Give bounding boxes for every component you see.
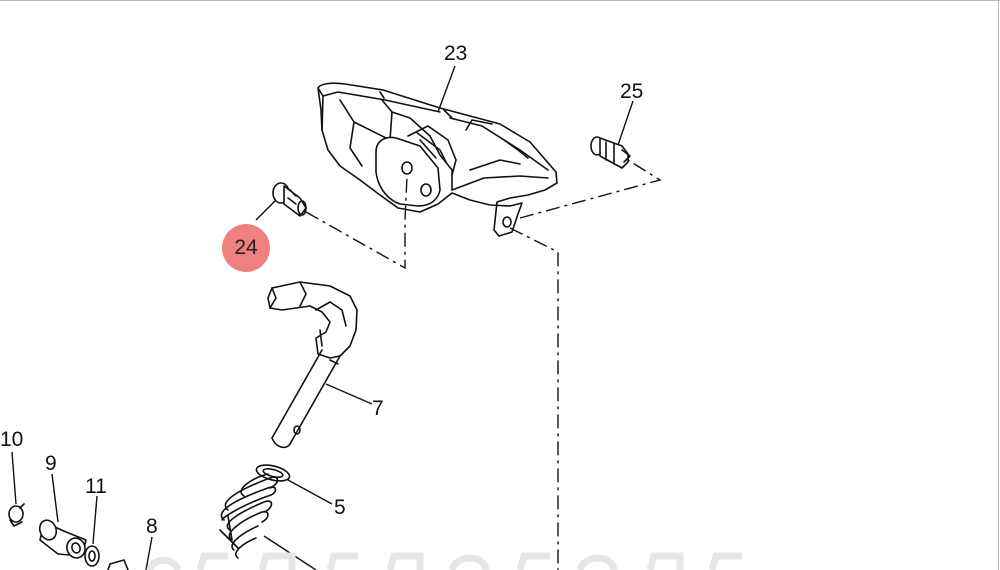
clip-part-10 bbox=[8, 503, 25, 527]
bolt-part-24 bbox=[272, 182, 307, 217]
part-label-9: 9 bbox=[45, 452, 57, 475]
cover-part-23 bbox=[317, 82, 558, 237]
part-label-5: 5 bbox=[334, 496, 346, 519]
part-label-24: 24 bbox=[234, 236, 258, 259]
spring bbox=[219, 473, 279, 559]
part-label-10: 10 bbox=[0, 428, 24, 451]
shaft-part-8 bbox=[107, 559, 129, 570]
part-label-11: 11 bbox=[85, 475, 107, 498]
part-label-8: 8 bbox=[146, 515, 158, 538]
part-label-25: 25 bbox=[620, 80, 644, 103]
part-label-23: 23 bbox=[444, 42, 468, 65]
highlight-marker-part-24[interactable]: 24 bbox=[222, 224, 270, 272]
assembly-lines bbox=[305, 159, 662, 570]
washer-part-11 bbox=[84, 545, 100, 567]
part-label-7: 7 bbox=[372, 397, 384, 420]
lever-part-7 bbox=[267, 281, 358, 449]
frame-right bbox=[998, 0, 999, 570]
collar-part-9 bbox=[38, 519, 87, 559]
circlip-part-5 bbox=[255, 464, 291, 482]
leader-lines bbox=[11, 65, 634, 570]
frame-top bbox=[0, 0, 1000, 1]
rivet-part-25 bbox=[590, 136, 631, 169]
